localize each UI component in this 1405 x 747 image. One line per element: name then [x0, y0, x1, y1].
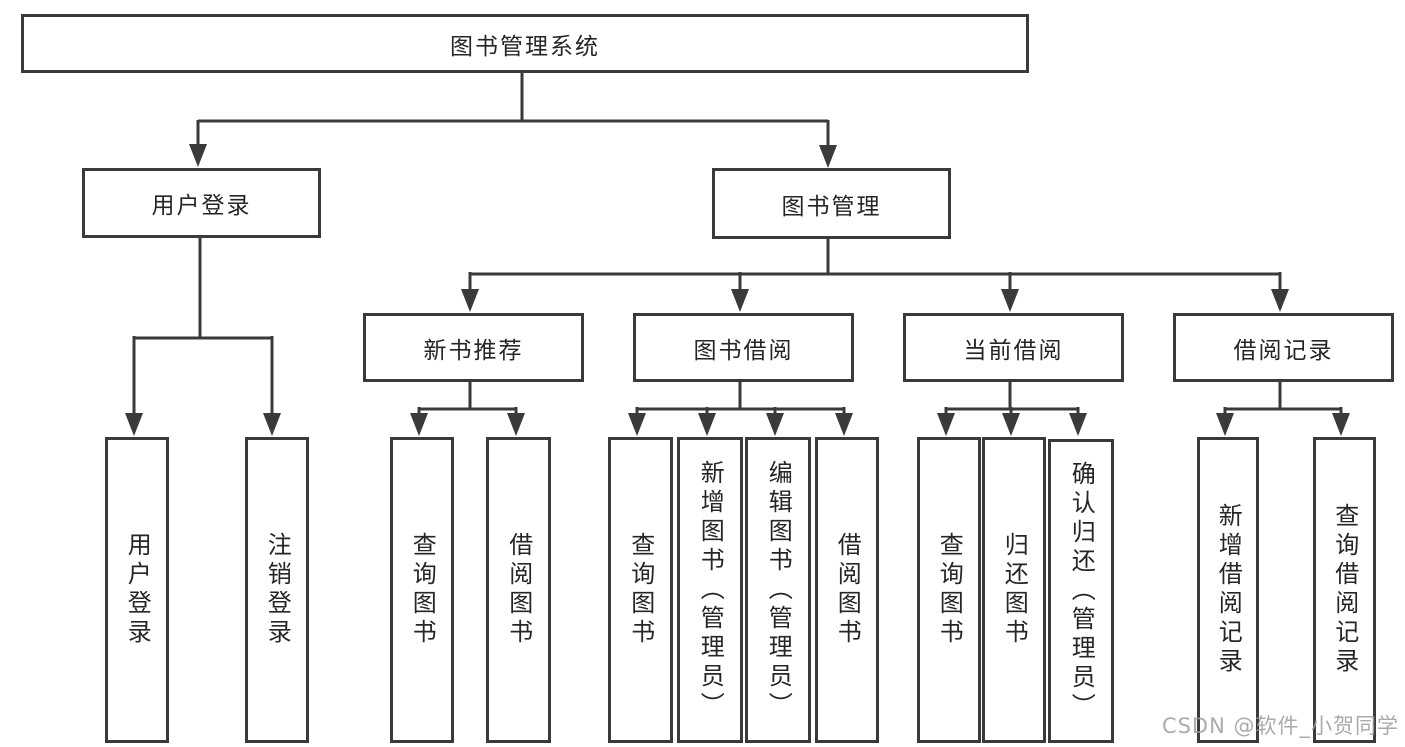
arrowhead [1002, 413, 1020, 436]
leaf-logout: 注销登录 [245, 437, 309, 743]
arrowhead [1216, 413, 1234, 436]
leaf-current-query: 查询图书 [917, 437, 981, 743]
csdn-watermark: CSDN @软件_小贺同学 [1161, 714, 1399, 738]
leaf-newbooks-query: 查询图书 [390, 437, 454, 743]
connector-records-to-leaves [1223, 376, 1343, 418]
leaf-borrowing-edit-admin: 编辑图书（管理员） [745, 437, 811, 743]
leaf-current-return: 归还图书 [982, 437, 1046, 743]
arrowhead [1001, 289, 1019, 312]
arrowhead [189, 144, 207, 167]
connector-bookmgmt-to-level3 [468, 233, 1282, 293]
arrowhead [263, 413, 281, 436]
leaf-borrowing-add-admin: 新增图书（管理员） [677, 437, 743, 743]
node-user-login: 用户登录 [82, 168, 321, 238]
arrowhead [1332, 413, 1350, 436]
node-new-book-recommend: 新书推荐 [363, 313, 584, 382]
arrowhead [461, 289, 479, 312]
arrowhead [410, 413, 428, 436]
arrowhead [1271, 289, 1289, 312]
leaf-borrowing-borrow: 借阅图书 [815, 437, 879, 743]
node-borrowing-records: 借阅记录 [1173, 313, 1394, 382]
node-book-management: 图书管理 [712, 168, 951, 239]
arrowhead [766, 413, 784, 436]
connector-userlogin-to-leaves [132, 232, 274, 418]
connector-root-to-level2 [196, 67, 830, 149]
leaf-newbooks-borrow: 借阅图书 [486, 437, 551, 743]
arrowhead [628, 413, 646, 436]
leaf-records-query: 查询借阅记录 [1313, 437, 1376, 743]
connector-paths [132, 67, 1343, 418]
arrowhead [835, 413, 853, 436]
leaf-borrowing-query: 查询图书 [608, 437, 673, 743]
arrowhead [125, 413, 143, 436]
arrowhead [731, 289, 749, 312]
arrowhead [1069, 413, 1087, 436]
node-current-borrowing: 当前借阅 [903, 313, 1124, 382]
connector-arrowheads [125, 144, 1350, 436]
arrowhead [507, 413, 525, 436]
leaf-current-confirm-admin: 确认归还（管理员） [1048, 439, 1114, 743]
arrowhead [698, 413, 716, 436]
connector-current-to-leaves [944, 376, 1080, 418]
connector-borrowing-to-leaves [635, 376, 846, 418]
arrowhead [819, 145, 837, 168]
leaf-user-login: 用户登录 [105, 437, 169, 743]
connector-newbooks-to-leaves [417, 376, 518, 418]
node-book-borrowing: 图书借阅 [633, 313, 854, 382]
leaf-records-add: 新增借阅记录 [1197, 437, 1259, 743]
arrowhead [937, 413, 955, 436]
node-library-system: 图书管理系统 [21, 14, 1029, 73]
